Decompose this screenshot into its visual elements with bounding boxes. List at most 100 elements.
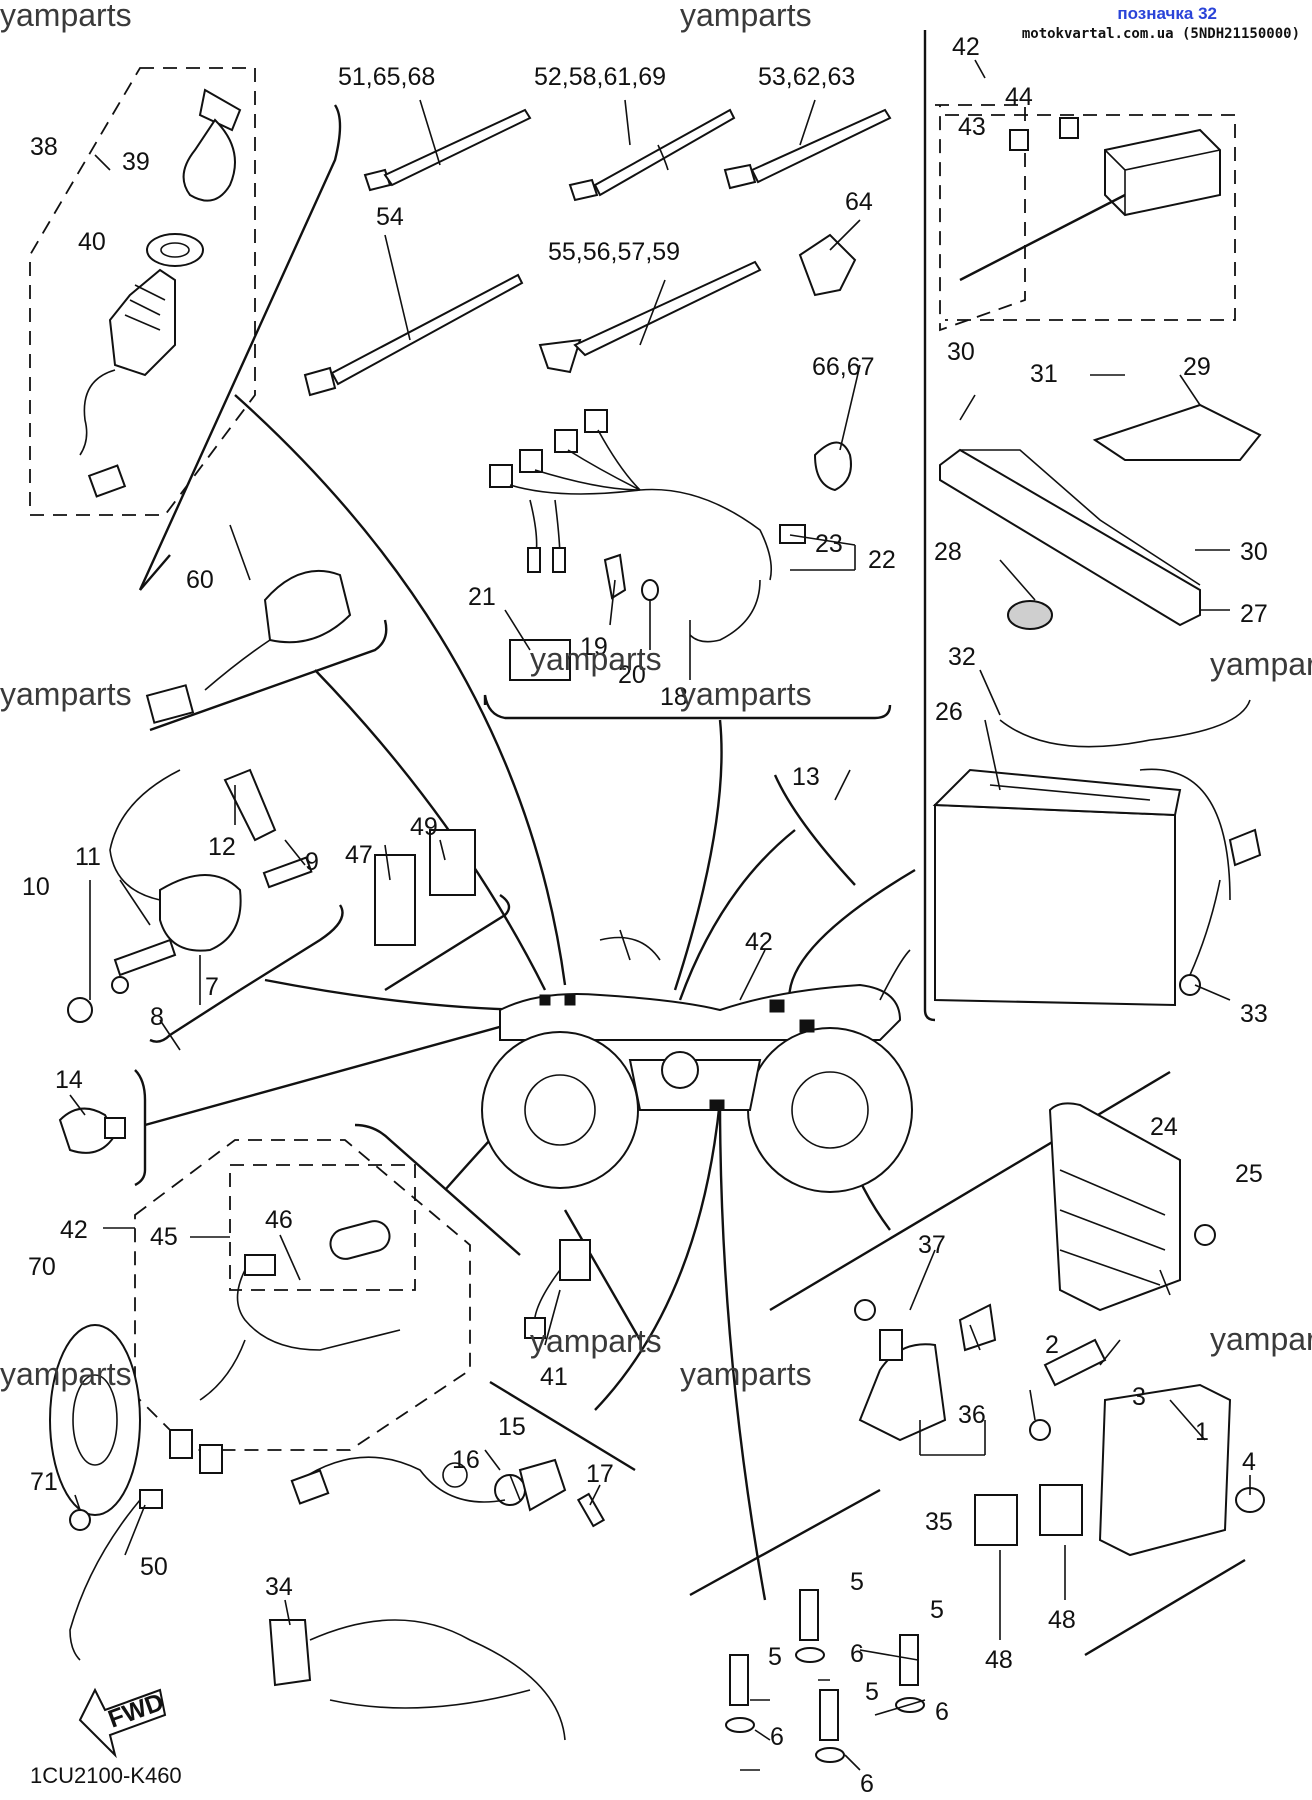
- callout-14: 14: [55, 1066, 83, 1094]
- callout-10: 10: [22, 873, 50, 901]
- callout-64: 64: [845, 188, 873, 216]
- callout-4: 4: [1242, 1448, 1256, 1476]
- callout-12: 12: [208, 833, 236, 861]
- callout-18: 18: [660, 683, 688, 711]
- callout-37: 37: [918, 1231, 946, 1259]
- callout-16: 16: [452, 1446, 480, 1474]
- sub-harness: [489, 409, 806, 681]
- callout-31: 31: [1030, 360, 1058, 388]
- callout-71: 71: [30, 1468, 58, 1496]
- fwd-arrow-label: FWD: [104, 1688, 167, 1734]
- callout-35: 35: [925, 1508, 953, 1536]
- callout-6-a: 6: [850, 1640, 864, 1668]
- watermark-10: yamparts: [1210, 1321, 1312, 1357]
- callout-40: 40: [78, 228, 106, 256]
- callout-labels: 51,65,68 52,58,61,69 53,62,63 54 55,56,5…: [22, 33, 1268, 1798]
- callout-45: 45: [150, 1223, 178, 1251]
- callout-30-bottom: 30: [1240, 538, 1268, 566]
- callout-20: 20: [618, 661, 646, 689]
- callout-55-56-57-59: 55,56,57,59: [548, 238, 680, 266]
- callout-60: 60: [186, 566, 214, 594]
- callout-29: 29: [1183, 353, 1211, 381]
- lower-right-parts: [725, 1102, 1265, 1763]
- watermark-5: yamparts: [680, 676, 812, 712]
- callout-32: 32: [948, 643, 976, 671]
- callout-24: 24: [1150, 1113, 1178, 1141]
- watermark-9: yamparts: [0, 1356, 132, 1392]
- callout-25: 25: [1235, 1160, 1263, 1188]
- callout-38: 38: [30, 133, 58, 161]
- callout-48-b: 48: [1048, 1606, 1076, 1634]
- watermark-8: yamparts: [680, 1356, 812, 1392]
- callout-42-top: 42: [952, 33, 980, 61]
- callout-6-c: 6: [770, 1723, 784, 1751]
- callout-34: 34: [265, 1573, 293, 1601]
- callout-48-a: 48: [985, 1646, 1013, 1674]
- callout-30-top: 30: [947, 338, 975, 366]
- callout-5-a: 5: [850, 1568, 864, 1596]
- callout-2: 2: [1045, 1331, 1059, 1359]
- group-borders: [134, 30, 1246, 1657]
- watermark-2: yamparts: [680, 0, 812, 33]
- cable-ties: [303, 108, 892, 492]
- callout-3: 3: [1132, 1383, 1146, 1411]
- coil-and-relays: [67, 569, 476, 1023]
- callout-52-58-61-69: 52,58,61,69: [534, 63, 666, 91]
- callout-42-middle: 42: [745, 928, 773, 956]
- callout-27: 27: [1240, 600, 1268, 628]
- callout-26: 26: [935, 698, 963, 726]
- callout-46: 46: [265, 1206, 293, 1234]
- label-reference: позначка 32: [1117, 4, 1217, 23]
- callout-36: 36: [958, 1401, 986, 1429]
- callout-53-62-63: 53,62,63: [758, 63, 855, 91]
- watermarks: yamparts yamparts yamparts yamparts yamp…: [0, 0, 1312, 1392]
- callout-8: 8: [150, 1003, 164, 1031]
- callout-17: 17: [586, 1460, 614, 1488]
- callout-22: 22: [868, 546, 896, 574]
- battery-area: [932, 117, 1262, 1007]
- callout-9: 9: [305, 848, 319, 876]
- callout-5-d: 5: [865, 1678, 879, 1706]
- callout-leaders: [69, 99, 1251, 1771]
- lower-left-parts: [49, 1107, 606, 1759]
- watermark-1: yamparts: [0, 0, 132, 33]
- callout-5-b: 5: [930, 1596, 944, 1624]
- callout-5-c: 5: [768, 1643, 782, 1671]
- watermark-4: yamparts: [530, 641, 662, 677]
- callout-41: 41: [540, 1363, 568, 1391]
- watermark-3: yamparts: [0, 676, 132, 712]
- callout-39: 39: [122, 148, 150, 176]
- callout-11: 11: [75, 843, 101, 871]
- callout-49: 49: [410, 813, 438, 841]
- callout-42-left: 42: [60, 1216, 88, 1244]
- watermark-7: yamparts: [530, 1323, 662, 1359]
- callout-19: 19: [580, 633, 608, 661]
- callout-44: 44: [1005, 83, 1033, 111]
- assembly-boxes: [29, 59, 1236, 1451]
- callout-51-65-68: 51,65,68: [338, 63, 435, 91]
- callout-33: 33: [1240, 1000, 1268, 1028]
- callout-66-67: 66,67: [812, 353, 875, 381]
- callout-6-b: 6: [935, 1698, 949, 1726]
- catalog-code: 1CU2100-K460: [30, 1763, 182, 1788]
- callout-47: 47: [345, 841, 373, 869]
- callout-43: 43: [958, 113, 986, 141]
- callout-7: 7: [205, 973, 219, 1001]
- callout-6-d: 6: [860, 1770, 874, 1798]
- callout-1: 1: [1195, 1418, 1209, 1446]
- site-code: motokvartal.com.ua (5NDH21150000): [1021, 26, 1300, 42]
- callout-70: 70: [28, 1253, 56, 1281]
- callout-50: 50: [140, 1553, 168, 1581]
- callout-28: 28: [934, 538, 962, 566]
- callout-15: 15: [498, 1413, 526, 1441]
- harness-lead-lines: [144, 394, 916, 1601]
- main-switch: [79, 88, 242, 498]
- watermark-6: yamparts: [1210, 646, 1312, 682]
- atv-vehicle: [481, 929, 913, 1193]
- callout-13: 13: [792, 763, 820, 791]
- callout-21: 21: [468, 583, 496, 611]
- callout-54: 54: [376, 203, 404, 231]
- callout-23: 23: [815, 530, 843, 558]
